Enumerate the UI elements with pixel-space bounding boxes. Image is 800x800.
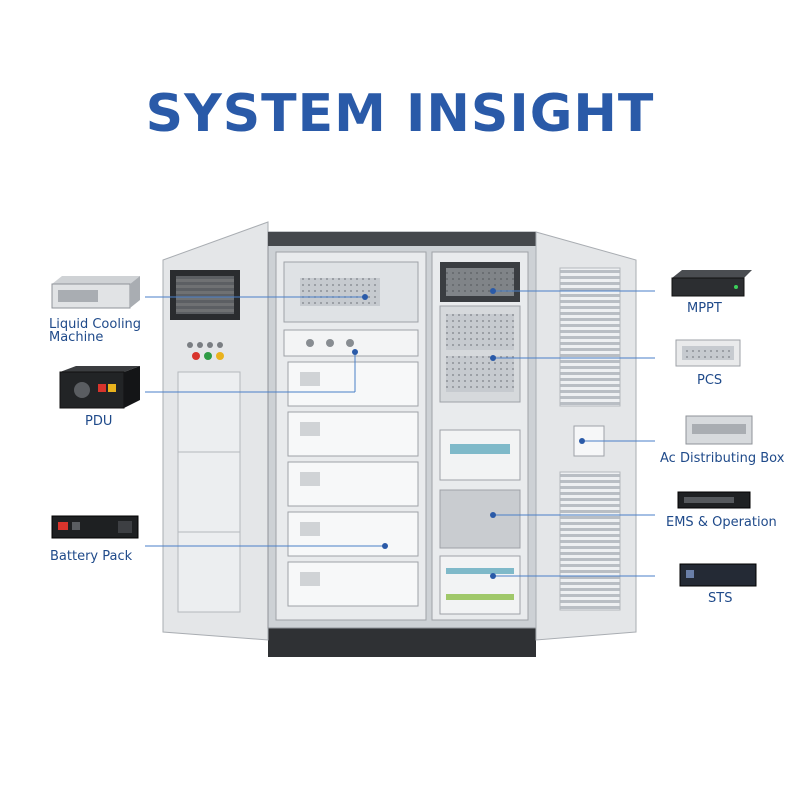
page-title: SYSTEM INSIGHT — [145, 84, 655, 144]
label-pcs: PCS — [697, 373, 723, 388]
indicator-lamp — [187, 342, 193, 348]
battery-modules — [287, 361, 419, 607]
label-pdu: PDU — [85, 414, 113, 429]
cabinet-base — [268, 625, 536, 657]
label-liquid-cooling-line1: Liquid Cooling — [49, 317, 142, 332]
sts-unit — [679, 563, 757, 587]
ems-module — [439, 489, 521, 549]
label-mppt: MPPT — [687, 301, 722, 316]
ac-box-module — [439, 429, 521, 481]
label-battery-pack: Battery Pack — [50, 549, 133, 564]
ems-unit — [677, 491, 751, 509]
pcs-unit — [675, 339, 741, 367]
pdu-unit — [59, 366, 140, 409]
liquid-cooling-unit — [51, 276, 140, 309]
battery-pack-unit — [51, 515, 139, 539]
label-sts: STS — [708, 591, 733, 606]
ac-box-unit — [685, 415, 753, 445]
label-liquid-cooling-machine: Liquid Cooling Machine — [49, 318, 141, 344]
sts-module — [439, 555, 521, 615]
energy-storage-cabinet — [162, 221, 637, 657]
yellow-button — [216, 352, 224, 360]
mppt-unit — [671, 270, 752, 297]
label-ems-operation: EMS & Operation — [666, 515, 777, 530]
green-button — [204, 352, 212, 360]
label-liquid-cooling-line2: Machine — [49, 330, 104, 345]
callout-lines — [145, 288, 655, 579]
right-door-vent-bottom — [559, 471, 621, 611]
label-ac-distributing-box: Ac Distributing Box — [660, 451, 785, 466]
right-door-vent-top — [559, 267, 621, 407]
red-button — [192, 352, 200, 360]
left-door-panel — [177, 371, 241, 613]
